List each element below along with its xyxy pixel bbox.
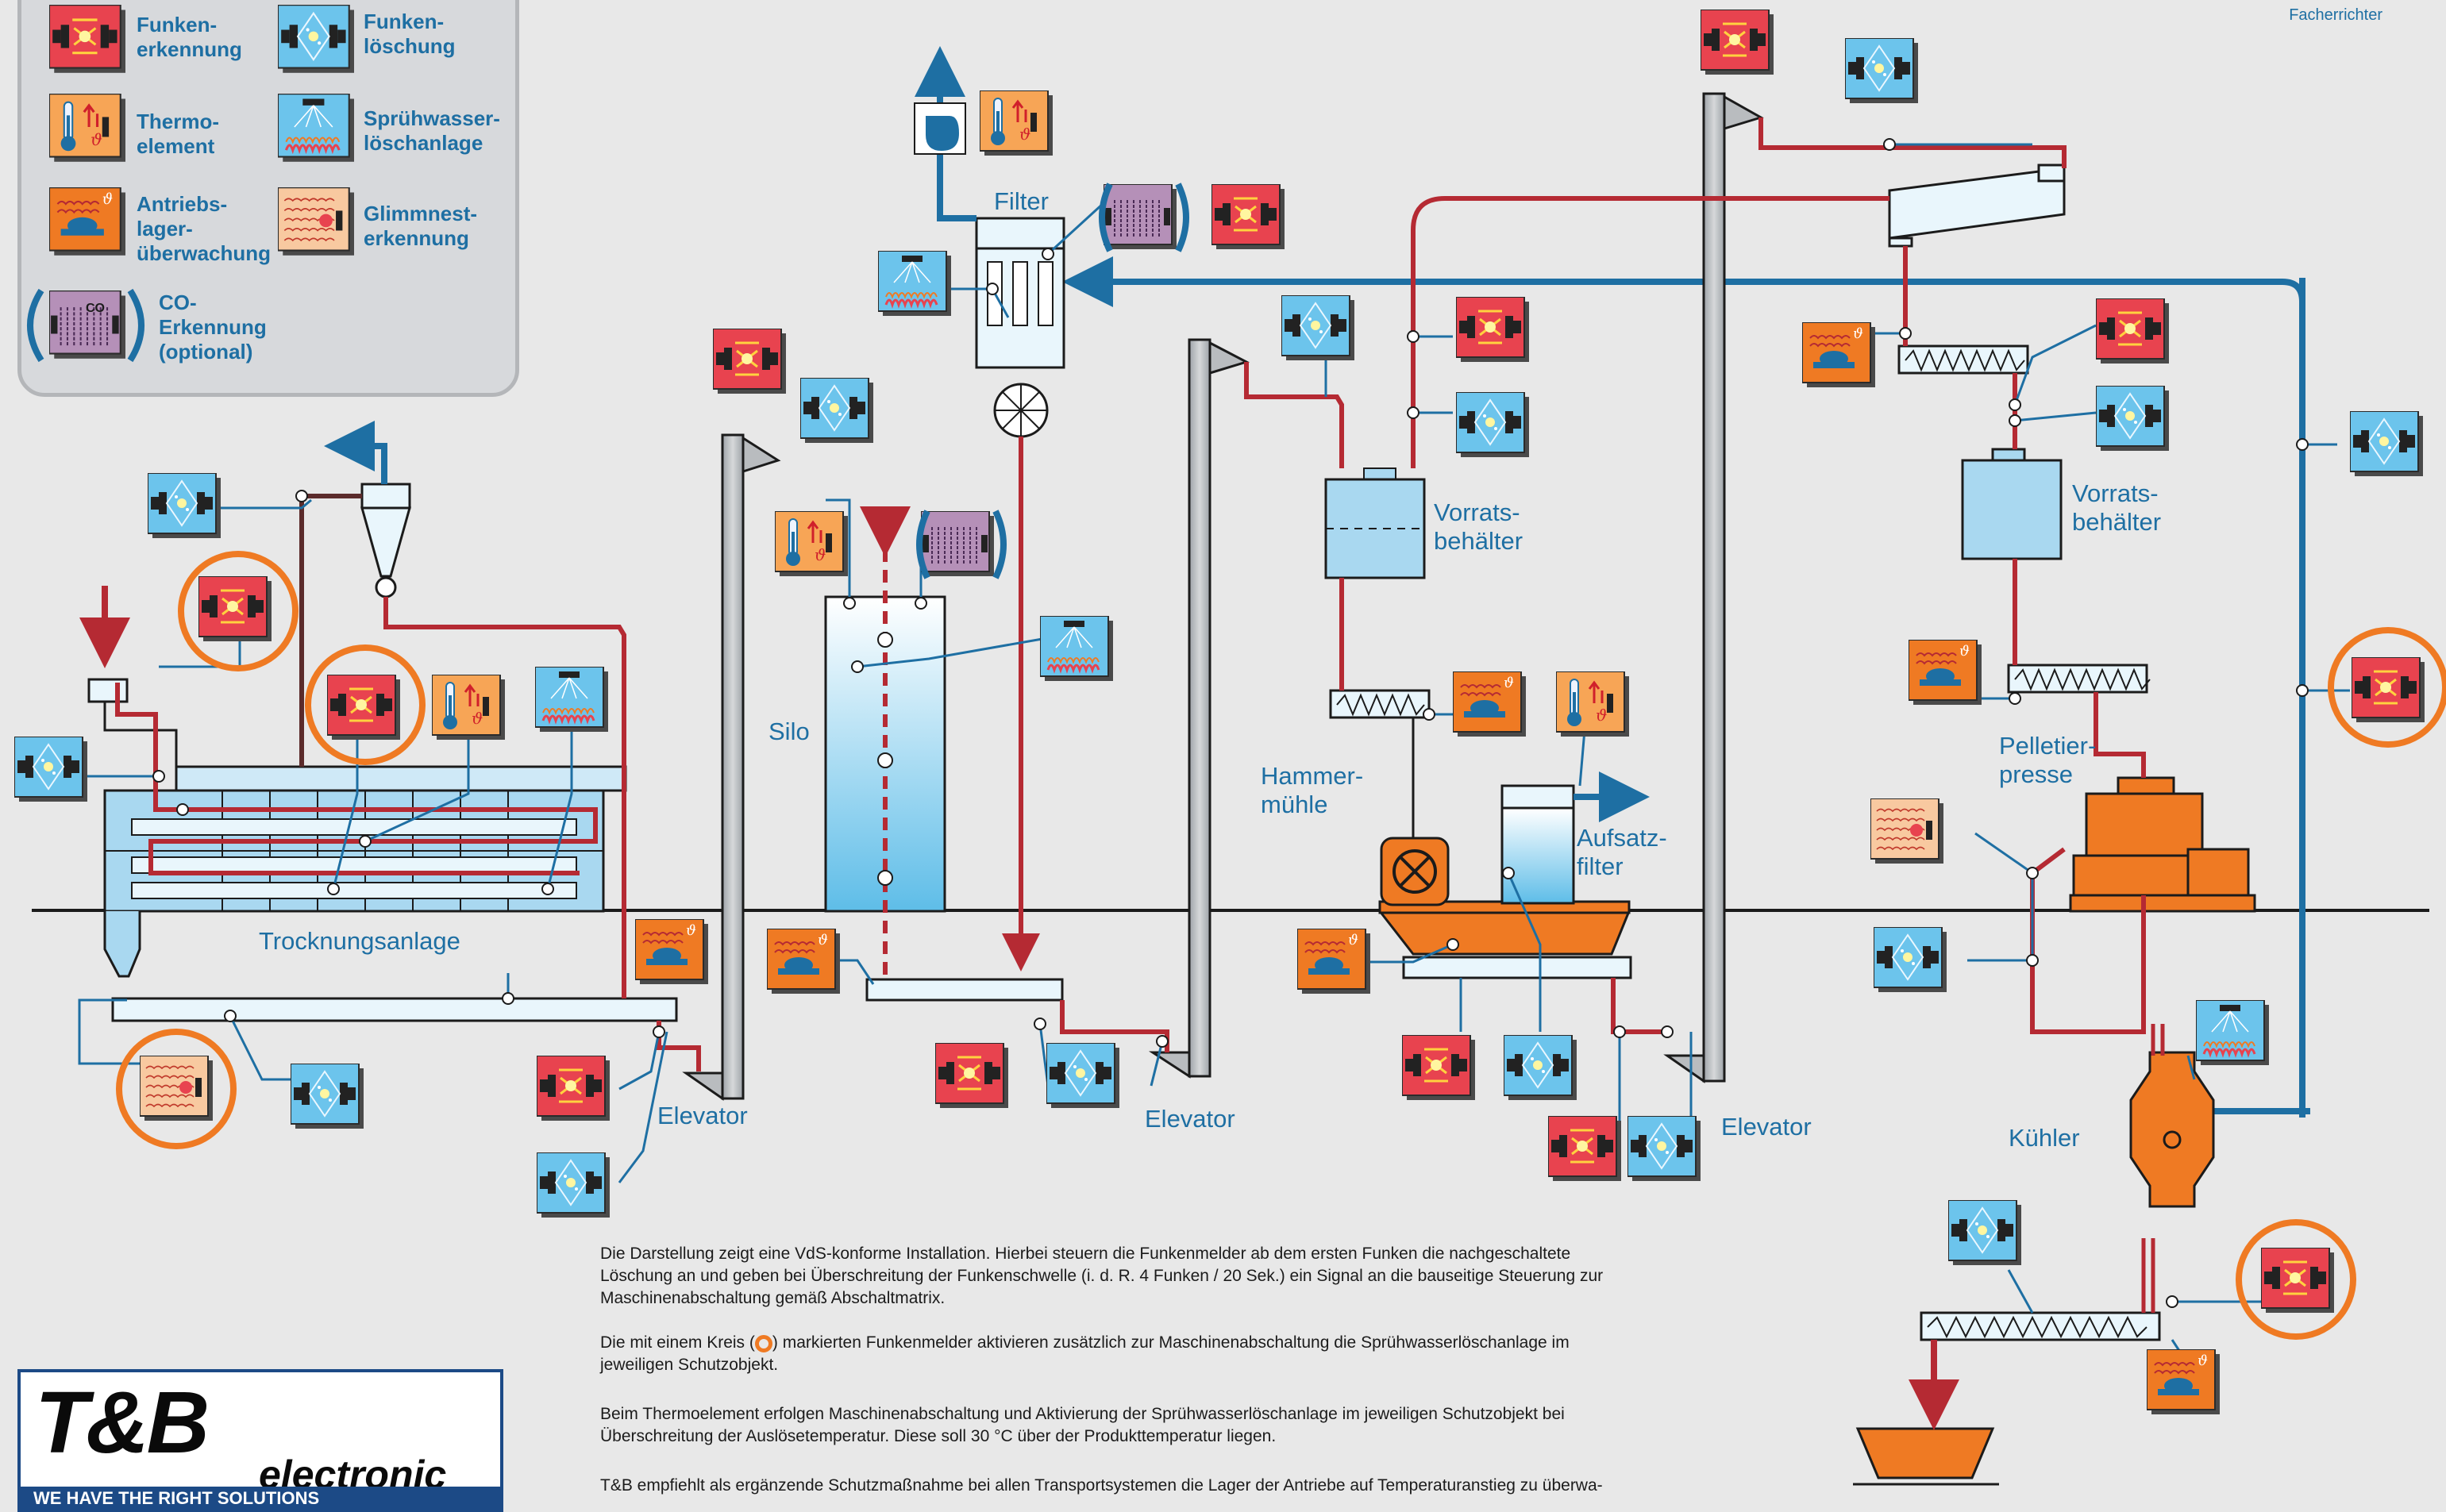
bearing-monitor-icon xyxy=(1802,322,1875,387)
sprinkler-icon xyxy=(2196,1000,2269,1065)
spark-detector-icon xyxy=(1456,297,1529,362)
thermo-element-icon xyxy=(775,511,848,576)
elevator-3 xyxy=(1663,92,1764,1083)
sprinkler-icon xyxy=(1040,616,1113,681)
top-filter-label: Aufsatz- filter xyxy=(1577,824,1667,880)
legend-sprinkler-label: Sprühwasser- löschanlage xyxy=(364,106,500,155)
sprinkler-icon xyxy=(878,251,951,316)
bearing-monitor-icon xyxy=(2147,1349,2220,1414)
spark-detector-icon xyxy=(1211,184,1285,249)
elevator-2 xyxy=(1148,338,1250,1079)
silo xyxy=(824,506,1064,1002)
spark-extinguisher-icon xyxy=(148,473,221,538)
pellet-press xyxy=(2069,776,2256,913)
output-bin xyxy=(1853,1340,1999,1486)
spark-extinguisher-icon xyxy=(1504,1035,1577,1100)
legend-icons-overlay xyxy=(27,5,354,363)
brand-text: Facherrichter xyxy=(2289,6,2382,24)
spark-detector-icon xyxy=(327,675,400,740)
spark-detector-icon xyxy=(935,1043,1008,1108)
bearing-monitor-icon xyxy=(1297,929,1370,994)
spark-detector-icon xyxy=(1402,1035,1475,1100)
hammer-mill-label: Hammer- mühle xyxy=(1261,762,1364,818)
top-filter xyxy=(1500,771,1650,905)
spark-extinguisher-icon xyxy=(2096,386,2169,451)
sprinkler-icon xyxy=(535,667,608,732)
spark-extinguisher-icon xyxy=(1281,295,1354,360)
spark-extinguisher-icon xyxy=(1046,1043,1119,1108)
legend-thermo-label: Thermo- element xyxy=(137,110,219,158)
dryer-label: Trocknungsanlage xyxy=(259,927,460,955)
elevator-2-label: Elevator xyxy=(1145,1105,1235,1133)
hammer-mill xyxy=(1377,718,1632,979)
pellet-press-label: Pelletier- presse xyxy=(1999,732,2097,788)
process-lines-red xyxy=(1060,117,2146,1052)
elevator-1 xyxy=(682,433,781,1101)
spark-detector-icon xyxy=(1701,10,1774,75)
spark-extinguisher-icon xyxy=(1845,38,1918,103)
spark-detector-icon xyxy=(537,1056,610,1121)
storage-tank-1 xyxy=(1324,467,1426,579)
storage-tank-2 xyxy=(1961,448,2063,560)
description-p2: Die mit einem Kreis () markierten Funken… xyxy=(600,1332,1815,1376)
thermo-element-icon xyxy=(432,675,505,740)
spark-detector-icon xyxy=(198,576,272,641)
ember-detector-icon xyxy=(1870,798,1943,864)
co-detector-icon xyxy=(921,511,994,576)
legend-bearing-label: Antriebs- lager- überwachung xyxy=(137,192,272,265)
spark-detector-icon xyxy=(2261,1248,2334,1313)
storage-2-label: Vorrats- behälter xyxy=(2072,479,2162,536)
spark-detector-icon xyxy=(2096,298,2169,364)
spark-extinguisher-icon xyxy=(1456,392,1529,457)
spark-extinguisher-icon xyxy=(1948,1200,2021,1265)
storage-1-label: Vorrats- behälter xyxy=(1434,498,1523,555)
spark-extinguisher-icon xyxy=(14,737,87,802)
blue-return-line xyxy=(1062,256,2310,1118)
cooler-label: Kühler xyxy=(2009,1124,2080,1152)
co-icon-text: CO xyxy=(86,302,105,315)
legend-spark-label: Funken- erkennung xyxy=(137,13,242,61)
bearing-monitor-icon xyxy=(767,929,840,994)
bearing-monitor-icon xyxy=(1453,671,1526,737)
silo-label: Silo xyxy=(768,718,810,745)
elevator-3-label: Elevator xyxy=(1721,1113,1812,1141)
spark-extinguisher-icon xyxy=(537,1152,610,1218)
filter xyxy=(914,46,1065,971)
elevator-1-label: Elevator xyxy=(657,1102,748,1129)
thermo-element-icon xyxy=(980,90,1053,156)
spark-extinguisher-icon xyxy=(291,1064,364,1129)
logo-slogan: WE HAVE THE RIGHT SOLUTIONS xyxy=(21,1487,500,1509)
spark-extinguisher-icon xyxy=(800,378,873,443)
description-p4: T&B empfiehlt als ergänzende Schutzmaßna… xyxy=(600,1476,1603,1495)
co-detector-icon xyxy=(1104,184,1177,249)
description-p2-end: ) markierten Funkenmelder aktivieren zus… xyxy=(600,1333,1570,1374)
logo-main-text: T&B xyxy=(35,1374,210,1472)
bearing-monitor-icon xyxy=(635,919,708,984)
legend-co-label: CO- Erkennung (optional) xyxy=(159,290,267,364)
highlight-rings xyxy=(116,551,2446,1340)
spark-extinguisher-icon xyxy=(2350,411,2423,476)
thermo-element-icon xyxy=(1556,671,1629,737)
spark-detector-icon xyxy=(713,329,786,394)
description-p2-start: Die mit einem Kreis ( xyxy=(600,1333,755,1352)
ember-detector-icon xyxy=(140,1056,213,1121)
legend-extinguish-label: Funken- löschung xyxy=(364,10,456,58)
circle-marker-icon xyxy=(754,1335,772,1352)
cooler xyxy=(2129,1024,2215,1313)
legend-ember-label: Glimmnest- erkennung xyxy=(364,202,478,250)
company-logo: T&B electronic WE HAVE THE RIGHT SOLUTIO… xyxy=(17,1369,503,1512)
spark-extinguisher-icon xyxy=(1874,927,1947,992)
description-p1: Die Darstellung zeigt eine VdS-konforme … xyxy=(600,1245,1604,1307)
screw-conveyors xyxy=(1329,344,2161,1341)
bearing-monitor-icon xyxy=(1909,640,1982,705)
signal-nodes xyxy=(152,138,2309,1308)
spark-detector-icon xyxy=(2352,657,2425,722)
filter-label: Filter xyxy=(994,187,1049,215)
spark-extinguisher-icon xyxy=(1627,1116,1701,1181)
sieve xyxy=(1888,164,2066,248)
spark-detector-icon xyxy=(1548,1116,1621,1181)
description-p3: Beim Thermoelement erfolgen Maschinenabs… xyxy=(600,1405,1565,1445)
